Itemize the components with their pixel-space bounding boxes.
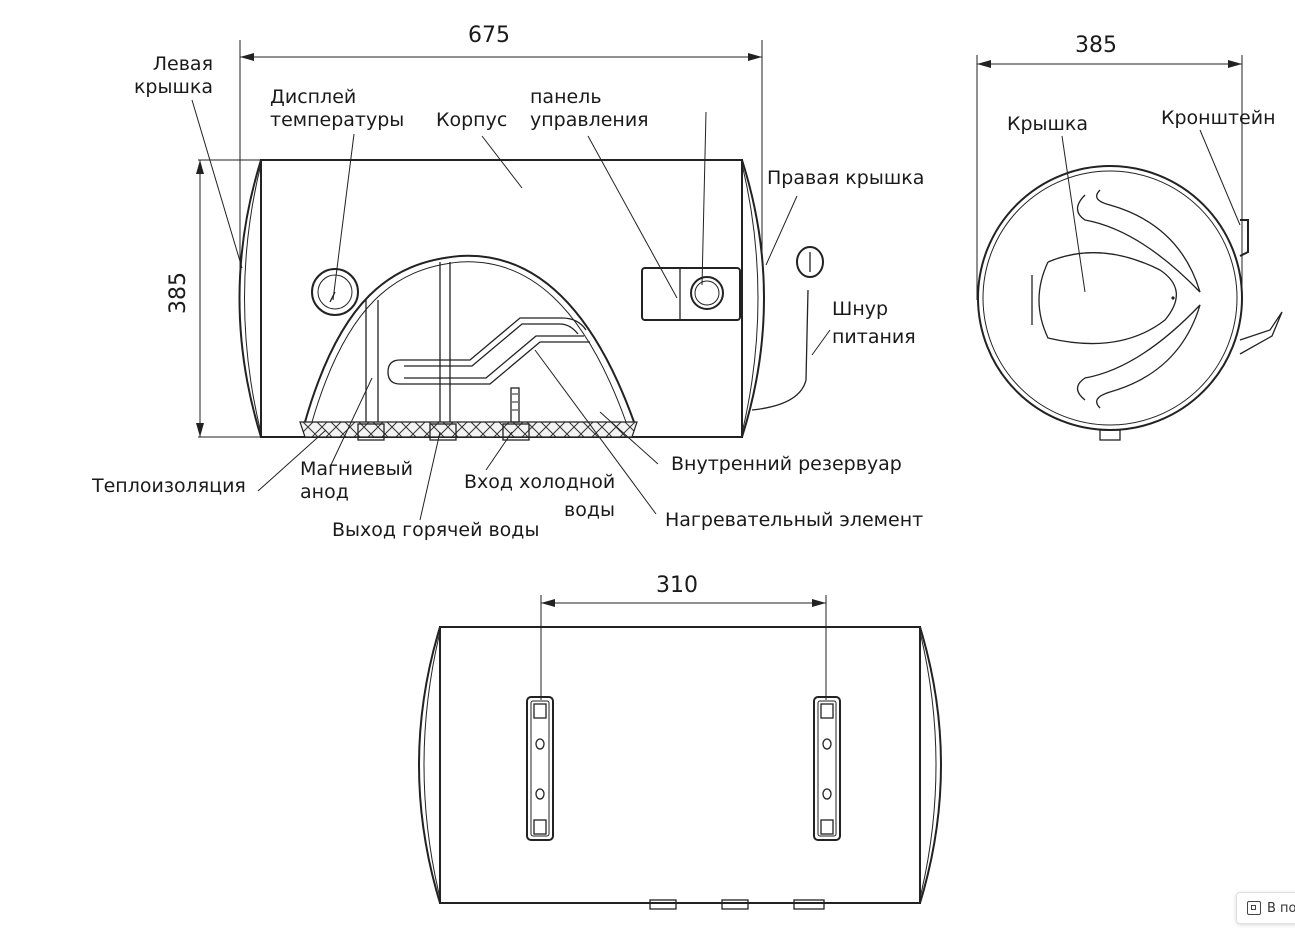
rear-bracket-right (813, 696, 841, 841)
label-control-panel-1: панель (530, 86, 602, 108)
label-anode-1: Магниевый (300, 458, 413, 480)
label-left-cover-2: крышка (134, 76, 213, 98)
label-temp-display-1: Дисплей (270, 86, 356, 108)
label-temp-display-2: температуры (270, 109, 404, 131)
front-view: 675 385 (91, 23, 924, 541)
label-cold-in-1: Вход холодной (464, 471, 615, 493)
label-anode-2: анод (300, 481, 349, 503)
label-left-cover-1: Левая (153, 53, 213, 75)
rear-view: 310 (418, 573, 942, 910)
dim-bracket-spacing: 310 (656, 573, 698, 598)
right-end-cap (741, 159, 765, 438)
label-side-cover: Крышка (1007, 113, 1088, 135)
dim-side-width: 385 (1075, 33, 1117, 58)
label-inner-tank: Внутренний резервуар (671, 453, 902, 475)
control-panel-box (641, 267, 741, 321)
label-power-cord-2: питания (832, 326, 916, 348)
left-end-cap (238, 159, 262, 438)
power-plug (796, 246, 824, 278)
temperature-gauge (311, 268, 359, 316)
dim-front-height: 385 (166, 272, 191, 314)
rear-bracket-left (526, 696, 554, 841)
label-body: Корпус (436, 109, 507, 131)
cutaway-outline (304, 254, 635, 423)
cold-inlet-tube (510, 387, 520, 423)
label-heating-element: Нагревательный элемент (665, 509, 923, 531)
fullscreen-icon (1247, 901, 1261, 915)
label-power-cord-1: Шнур (832, 298, 888, 320)
label-hot-out: Выход горячей воды (332, 519, 539, 541)
label-cold-in-2: воды (564, 499, 615, 521)
label-right-cover: Правая крышка (767, 167, 924, 189)
heating-element (387, 317, 590, 385)
label-side-bracket: Кронштейн (1161, 107, 1276, 129)
rear-body (439, 626, 921, 904)
fullscreen-label: В полноэкранном режиме (1267, 900, 1295, 916)
control-knob (690, 276, 724, 310)
label-insulation: Теплоизоляция (91, 475, 246, 497)
side-view: 385 Крышка Кронштейн (976, 33, 1283, 441)
power-cord (751, 289, 809, 411)
side-bracket (1239, 219, 1249, 257)
dim-front-width: 675 (468, 23, 510, 48)
label-control-panel-2: управления (530, 109, 649, 131)
fullscreen-button[interactable]: В полноэкранном режиме (1236, 892, 1295, 924)
